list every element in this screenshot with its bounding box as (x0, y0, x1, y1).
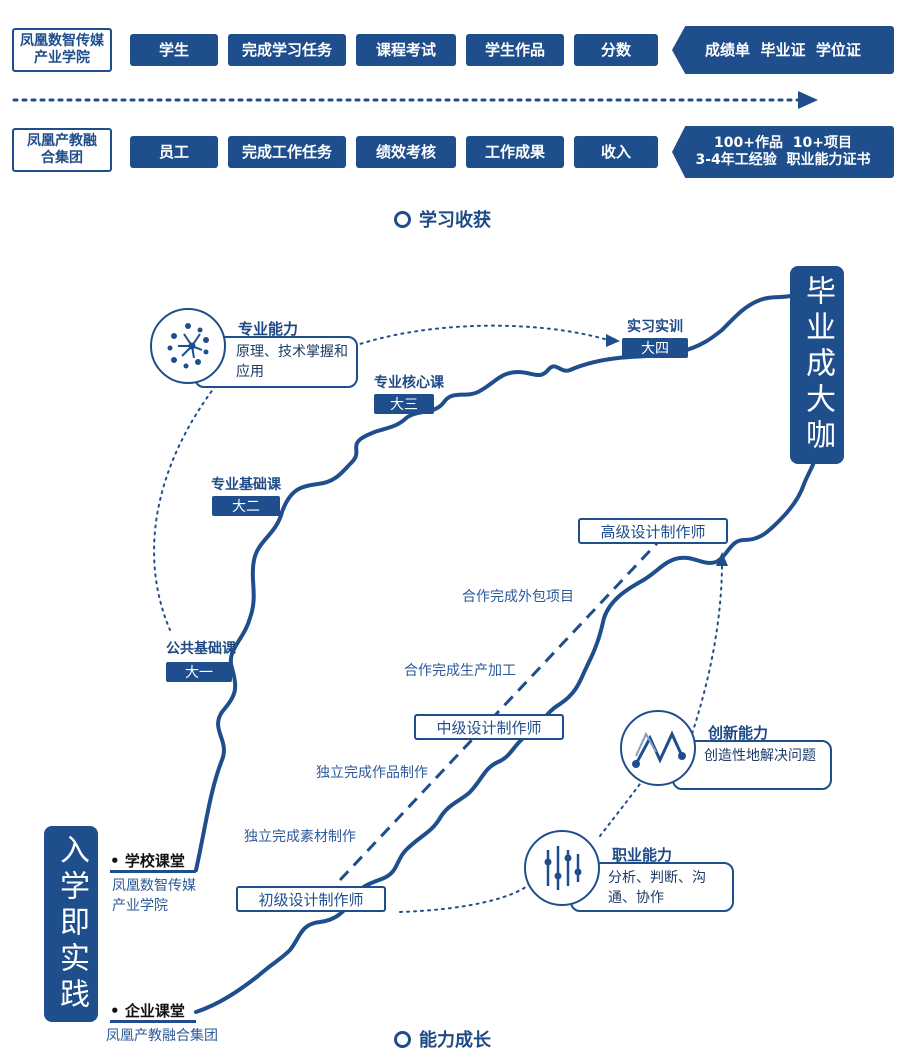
ability-career-title: 职业能力 (612, 846, 673, 864)
end-label: 毕业成大咖 (800, 275, 835, 455)
section-ability-growth: 能力成长 (394, 1026, 491, 1052)
row1-item-exam: 课程考试 (356, 34, 456, 66)
stage-title-1: 公共基础课 (166, 641, 236, 657)
classroom-school-underline (110, 870, 196, 873)
start-label-box: 入学即实践 (44, 826, 98, 1022)
ring-icon (394, 210, 411, 228)
dotted-connector-innov (689, 561, 723, 741)
section-title: 学习收获 (419, 210, 491, 231)
row1-item-label: 学生 (158, 40, 189, 59)
dotted-connector-prof (353, 324, 609, 347)
org-group-label: 凤凰产教融合集团 (27, 132, 97, 167)
level-junior: 初级设计制作师 (236, 886, 386, 912)
section-title: 能力成长 (419, 1030, 491, 1051)
row2-item-employee: 员工 (130, 136, 218, 168)
level-mid: 中级设计制作师 (414, 714, 564, 740)
zigzag-icon (620, 710, 696, 786)
step-1: 独立完成素材制作 (244, 829, 356, 845)
ability-career-box: 分析、判断、沟通、协作 (570, 862, 734, 912)
classroom-enterprise-title: • 企业课堂 (110, 1002, 185, 1020)
row1-item-label: 学生作品 (484, 40, 545, 59)
row2-item-label: 完成工作任务 (241, 142, 332, 161)
ability-professional-title: 专业能力 (238, 320, 299, 338)
row1-item-task: 完成学习任务 (228, 34, 346, 66)
stage-tag-3: 大三 (374, 394, 434, 414)
dotted-connector-innov-career (599, 769, 651, 837)
classroom-enterprise-title-text: 企业课堂 (124, 1002, 185, 1020)
flow-arrow (12, 91, 818, 109)
ability-innovation-box: 创造性地解决问题 (672, 740, 832, 790)
row2-item-label: 员工 (158, 142, 189, 161)
dotted-connector-career (399, 883, 531, 913)
stage-title-3: 专业核心课 (374, 375, 444, 391)
ability-innovation-desc: 创造性地解决问题 (704, 748, 816, 764)
ability-career-desc: 分析、判断、沟通、协作 (608, 870, 706, 906)
org-college: 凤凰数智传媒产业学院 (12, 28, 112, 72)
row2-result-line1: 100+作品 10+项目 (714, 134, 852, 151)
row2-item-label: 绩效考核 (375, 142, 436, 161)
row1-result: 成绩单 毕业证 学位证 (672, 26, 894, 74)
stage-title-4: 实习实训 (627, 319, 683, 335)
row1-item-label: 完成学习任务 (241, 40, 332, 59)
row1-item-label: 课程考试 (375, 40, 436, 59)
ability-professional-desc: 原理、技术掌握和应用 (236, 344, 348, 380)
row2-item-label: 工作成果 (484, 142, 545, 161)
stage-title-2: 专业基础课 (211, 477, 281, 493)
progression-line (338, 538, 662, 882)
classroom-enterprise-org: 凤凰产教融合集团 (106, 1028, 218, 1044)
row1-item-score: 分数 (574, 34, 658, 66)
row2-result-line2: 3-4年工经验 职业能力证书 (695, 152, 871, 168)
org-college-label: 凤凰数智传媒产业学院 (20, 32, 104, 67)
end-label-box: 毕业成大咖 (790, 266, 844, 464)
classroom-school-title: • 学校课堂 (110, 852, 185, 870)
classroom-school-org: 凤凰数智传媒产业学院 (112, 878, 196, 914)
section-learning-harvest: 学习收获 (394, 206, 491, 232)
row2-item-result: 工作成果 (466, 136, 564, 168)
org-group: 凤凰产教融合集团 (12, 128, 112, 172)
stage-tag-4: 大四 (622, 338, 688, 358)
step-2: 独立完成作品制作 (316, 765, 428, 781)
row1-item-student: 学生 (130, 34, 218, 66)
row2-item-label: 收入 (600, 142, 631, 161)
level-senior: 高级设计制作师 (578, 518, 728, 544)
stage-tag-1: 大一 (166, 662, 232, 682)
ability-innovation-title: 创新能力 (708, 724, 769, 742)
step-4: 合作完成外包项目 (462, 589, 574, 605)
sunburst-icon (150, 308, 226, 384)
row2-item-income: 收入 (574, 136, 658, 168)
classroom-school-title-text: 学校课堂 (124, 852, 185, 870)
circuit-icon (524, 830, 600, 906)
stage-tag-2: 大二 (212, 496, 280, 516)
row1-item-label: 分数 (600, 40, 631, 59)
start-label: 入学即实践 (54, 834, 89, 1014)
row2-result: 100+作品 10+项目 3-4年工经验 职业能力证书 (672, 126, 894, 178)
ring-icon (394, 1030, 411, 1048)
row2-item-task: 完成工作任务 (228, 136, 346, 168)
row1-result-label: 成绩单 毕业证 学位证 (705, 40, 861, 59)
row1-item-work: 学生作品 (466, 34, 564, 66)
step-3: 合作完成生产加工 (404, 663, 516, 679)
classroom-enterprise-underline (110, 1020, 196, 1023)
dotted-connector-left (153, 379, 221, 631)
row2-item-review: 绩效考核 (356, 136, 456, 168)
